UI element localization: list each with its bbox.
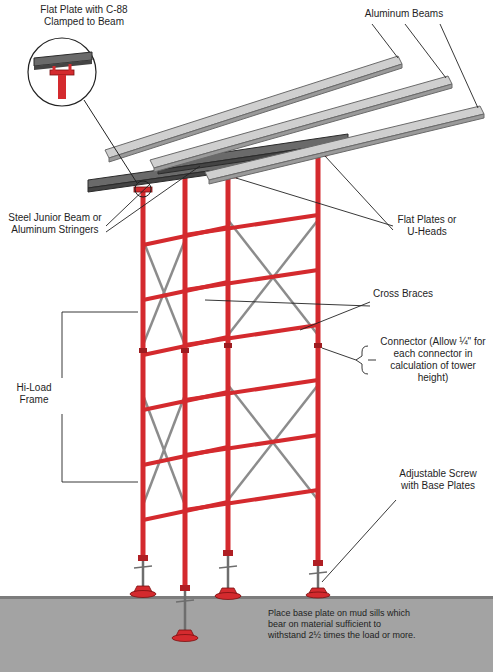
base-plate [130, 591, 156, 598]
frame-leg [183, 176, 188, 588]
leader-line [325, 156, 393, 230]
detail-inset [84, 100, 137, 183]
part-label: Hi-Load Frame [6, 382, 62, 406]
cross-brace [143, 395, 185, 505]
screw-handle [176, 600, 194, 602]
detail-inset [135, 181, 151, 197]
base-plate [306, 592, 330, 598]
adjustable-screw [227, 550, 230, 592]
aluminum-beam [105, 56, 484, 184]
leg-nut [180, 585, 190, 591]
screw-handle [309, 572, 327, 574]
screw-handle [219, 566, 237, 568]
part-label: Steel Junior Beam or Aluminum Stringers [4, 212, 106, 236]
leader-line [372, 24, 398, 58]
frame-rung [185, 380, 318, 400]
screw-handle [134, 566, 327, 602]
leg-nut [313, 560, 323, 566]
frame-rung [185, 325, 318, 345]
base-plate [172, 635, 198, 642]
frame-leg [226, 178, 231, 553]
cross-brace [143, 395, 185, 505]
leg-nut [138, 555, 148, 561]
frame-leg [143, 156, 318, 588]
leader-line [322, 346, 376, 374]
part-label: Flat Plates or U-Heads [394, 214, 460, 238]
detail-inset [28, 38, 151, 197]
leader-line [106, 184, 150, 226]
base-plate [215, 593, 241, 600]
leader-line [205, 300, 370, 306]
screw-handle [134, 566, 152, 568]
frame-rung [185, 270, 318, 290]
detail-inset [28, 38, 96, 106]
leader-line [62, 312, 138, 482]
frame-leg [316, 156, 321, 563]
connector [139, 348, 147, 353]
frame-leg [141, 192, 146, 558]
leader-line [106, 166, 200, 232]
leader-line [440, 24, 478, 108]
connector [314, 343, 322, 348]
part-label: Cross Braces [372, 288, 434, 300]
aluminum-beam [205, 106, 484, 180]
adjustable-screw [184, 585, 187, 634]
connector [181, 348, 189, 353]
placement-note: Place base plate on mud sills which bear… [268, 608, 420, 640]
aluminum-beam [209, 114, 484, 184]
detail-inset [54, 64, 70, 72]
note-label: Connector (Allow ¼" for each connector i… [378, 336, 488, 384]
ground [0, 598, 493, 672]
ground [0, 596, 493, 599]
part-label: Aluminum Beams [348, 8, 460, 20]
ground [0, 596, 493, 672]
leader-line [322, 500, 396, 582]
inset-label: Flat Plate with C-88 Clamped to Beam [28, 4, 140, 28]
leg-nut [138, 550, 323, 591]
leg-nut [223, 550, 233, 556]
detail-inset [34, 60, 92, 70]
detail-inset [58, 75, 66, 99]
frame-rung [185, 435, 318, 455]
frame-rung [185, 490, 318, 510]
leader-line [62, 24, 478, 582]
frame-rung [185, 215, 318, 235]
connector [224, 343, 232, 348]
part-label: Adjustable Screw with Base Plates [396, 468, 480, 492]
leader-line [236, 178, 393, 226]
leader-line [300, 302, 370, 330]
leader-line [405, 24, 446, 78]
connector [139, 343, 322, 353]
